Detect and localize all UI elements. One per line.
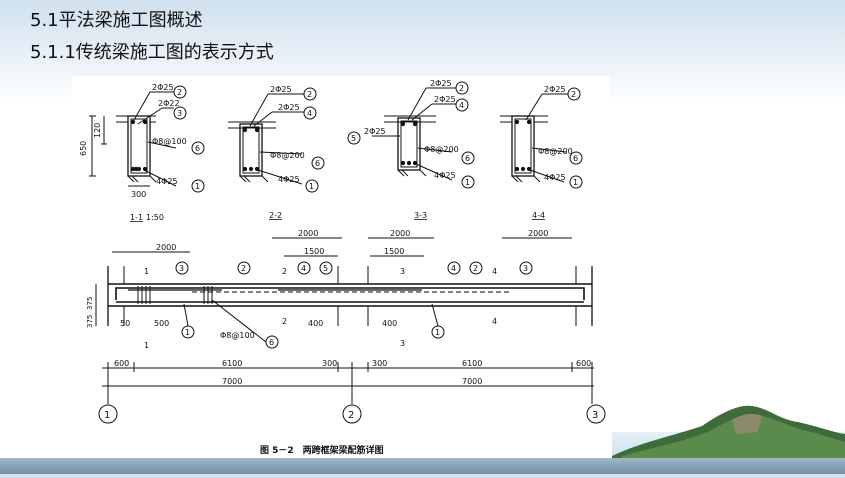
svg-text:4Φ25: 4Φ25 [544,173,566,182]
section-3-3-label: 3-3 [414,211,427,220]
svg-text:375: 375 [86,297,94,310]
svg-text:3: 3 [523,264,528,273]
elevation-stirrup-label: Φ8@100 [220,331,255,340]
svg-text:4: 4 [307,109,312,118]
section-4-4-label: 4-4 [532,211,545,220]
svg-text:1: 1 [309,182,314,191]
label-2d22: 2Φ22 [158,99,180,108]
svg-text:2000: 2000 [528,229,548,238]
svg-text:Φ8@200: Φ8@200 [538,147,573,156]
axis-3: 3 [592,410,598,421]
svg-text:2: 2 [307,90,312,99]
svg-text:1: 1 [195,182,200,191]
beam-elevation: 2000 2000 1500 2000 1500 2000 [86,229,606,424]
svg-text:3: 3 [400,339,405,348]
svg-text:375: 375 [86,315,94,328]
section-1-1-label: 1-1 [130,213,143,222]
svg-text:2Φ25: 2Φ25 [434,95,456,104]
svg-text:1: 1 [465,178,470,187]
svg-text:4: 4 [451,264,456,273]
section-2-2: 2Φ25 2 2Φ25 4 Φ8@200 6 4Φ25 1 2-2 [228,85,325,220]
svg-text:2: 2 [177,88,182,97]
svg-text:4: 4 [492,317,497,326]
label-4d25: 4Φ25 [156,177,178,186]
svg-text:2Φ25: 2Φ25 [364,127,386,136]
svg-text:1: 1 [573,178,578,187]
section-1-1: 650 120 300 2Φ25 2 2Φ22 3 Φ8@100 6 4Φ25 … [79,83,205,222]
svg-text:6: 6 [573,154,578,163]
svg-text:2: 2 [282,267,287,276]
svg-text:6: 6 [269,338,274,347]
dim-650: 650 [79,141,88,156]
svg-text:7000: 7000 [462,377,482,386]
beam-reinforcement-drawing: 650 120 300 2Φ25 2 2Φ22 3 Φ8@100 6 4Φ25 … [72,76,610,462]
svg-text:2000: 2000 [390,229,410,238]
svg-text:3: 3 [177,109,182,118]
section-scale: 1:50 [146,213,164,222]
svg-text:1: 1 [435,328,440,337]
svg-text:300: 300 [372,359,387,368]
slide-title-2: 5.1.1传统梁施工图的表示方式 [30,42,274,63]
svg-text:5: 5 [351,134,356,143]
svg-text:4: 4 [301,264,306,273]
svg-text:50: 50 [120,319,130,328]
figure-caption: 图 5－2 两跨框架梁配筋详图 [260,444,384,456]
dim-300: 300 [131,190,146,199]
svg-text:2Φ25: 2Φ25 [430,79,452,88]
svg-text:2: 2 [473,264,478,273]
svg-text:6: 6 [195,144,200,153]
svg-text:2Φ25: 2Φ25 [278,103,300,112]
svg-text:2: 2 [571,90,576,99]
svg-text:2000: 2000 [298,229,318,238]
slide-title-1: 5.1平法梁施工图概述 [30,10,203,31]
svg-text:600: 600 [114,359,129,368]
svg-text:4: 4 [492,267,497,276]
axis-2: 2 [348,410,354,421]
svg-text:1500: 1500 [384,247,404,256]
dim-120: 120 [93,123,102,138]
svg-text:2Φ25: 2Φ25 [270,85,292,94]
svg-text:4: 4 [459,101,464,110]
label-stirrup-100: Φ8@100 [152,137,187,146]
svg-text:1500: 1500 [304,247,324,256]
svg-text:2: 2 [282,317,287,326]
svg-text:2Φ25: 2Φ25 [544,85,566,94]
svg-text:3: 3 [400,267,405,276]
svg-text:400: 400 [382,319,397,328]
axis-1: 1 [104,410,110,421]
svg-text:6: 6 [315,159,320,168]
svg-text:4Φ25: 4Φ25 [434,171,456,180]
bottom-bar [0,458,845,474]
svg-text:Φ8@200: Φ8@200 [424,145,459,154]
svg-text:500: 500 [154,319,169,328]
svg-text:1: 1 [144,267,149,276]
svg-text:1: 1 [185,328,190,337]
section-3-3: 2Φ25 2 2Φ25 4 2Φ25 5 Φ8@200 6 4Φ25 1 3-3 [347,79,475,220]
svg-text:2000: 2000 [156,243,176,252]
svg-text:6100: 6100 [462,359,482,368]
section-4-4: 2Φ25 2 Φ8@200 6 4Φ25 1 4-4 [500,85,583,220]
svg-text:Φ8@200: Φ8@200 [270,151,305,160]
svg-text:6: 6 [465,154,470,163]
svg-text:1: 1 [144,341,149,350]
label-2d25: 2Φ25 [152,83,174,92]
svg-text:4Φ25: 4Φ25 [278,175,300,184]
svg-text:600: 600 [576,359,591,368]
section-2-2-label: 2-2 [269,211,282,220]
svg-text:5: 5 [323,264,328,273]
svg-text:7000: 7000 [222,377,242,386]
svg-text:2: 2 [459,84,464,93]
svg-text:6100: 6100 [222,359,242,368]
svg-text:3: 3 [179,264,184,273]
svg-text:2: 2 [241,264,246,273]
svg-text:300: 300 [322,359,337,368]
svg-text:400: 400 [308,319,323,328]
